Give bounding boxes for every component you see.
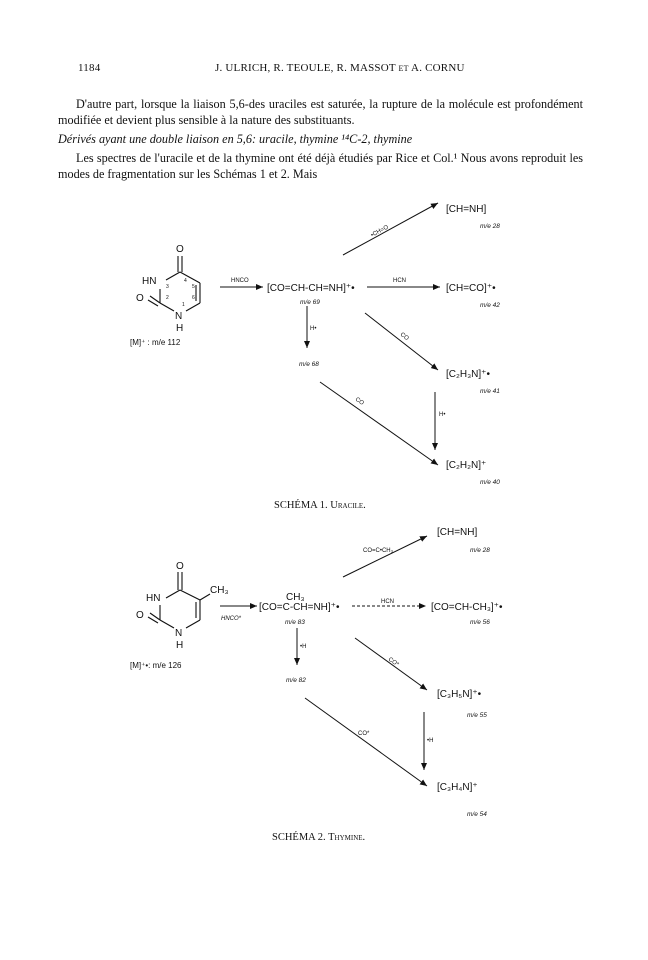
ring-num-5: 5 (192, 284, 195, 290)
ion-42: [CH=CO]⁺• (446, 283, 496, 294)
thy-atom-o-left: O (136, 610, 144, 621)
thy-loss-h-a: •H (300, 644, 306, 650)
loss-co-a: CO (399, 332, 410, 342)
thy-ion-83-methyl: CH₃ (286, 592, 305, 603)
ring-num-2: 2 (166, 295, 169, 301)
thy-me-54: m/e 54 (467, 811, 487, 818)
thy-me-83: m/e 83 (285, 619, 305, 626)
me-69: m/e 69 (300, 299, 320, 306)
atom-o-top: O (176, 244, 184, 255)
thy-ion-28: [CH=NH] (437, 527, 478, 538)
atom-o-left: O (136, 293, 144, 304)
paragraph-1: D'autre part, lorsque la liaison 5,6-des… (58, 97, 583, 127)
thy-atom-ch3: CH₃ (210, 585, 229, 596)
arrow-co-b (319, 381, 439, 466)
thy-me-55: m/e 55 (467, 712, 487, 719)
thy-loss-coc: CO=C•CH₃ (363, 548, 394, 554)
thy-atom-o-top: O (176, 561, 184, 572)
thy-atom-hn: HN (146, 593, 160, 604)
scheme-2-arrows (220, 535, 428, 787)
thy-me-82: m/e 82 (286, 677, 306, 684)
thy-loss-h-b: •H (427, 738, 433, 744)
thy-arrow-coc (342, 535, 428, 578)
loss-hcn: HCN (393, 278, 406, 284)
thy-loss-hcn: HCN (381, 599, 394, 605)
loss-cho: •CH=O (370, 224, 390, 238)
atom-n: N (175, 311, 182, 322)
thymine-structure (147, 572, 211, 629)
thy-ion-54: [C₃H₄N]⁺ (437, 782, 478, 793)
ion-69: [CO=CH-CH=NH]⁺• (267, 283, 355, 294)
loss-co-b: CO (354, 397, 365, 407)
parent-ion-label: [M]⁺ : m/e 112 (130, 338, 181, 347)
thy-arrow-co-a (354, 637, 428, 691)
ion-40: [C₂H₂N]⁺ (446, 460, 486, 471)
thy-ion-56: [CO=CH-CH₃]⁺• (431, 602, 503, 613)
ring-num-6: 6 (192, 295, 195, 301)
me-41: m/e 41 (480, 388, 500, 395)
thy-parent-ion-label: [M]⁺•: m/e 126 (130, 661, 182, 670)
loss-hnco: HNCO (231, 278, 249, 284)
running-head-authors: J. ULRICH, R. TEOULE, R. MASSOT et A. CO… (215, 62, 465, 74)
page-number: 1184 (78, 62, 101, 74)
ring-num-1: 1 (182, 302, 185, 308)
arrow-co-a (364, 312, 439, 371)
me-42: m/e 42 (480, 302, 500, 309)
me-40: m/e 40 (480, 479, 500, 486)
thy-atom-h: H (176, 640, 183, 651)
section-heading: Dérivés ayant une double liaison en 5,6:… (58, 132, 413, 146)
me-68: m/e 68 (299, 361, 319, 368)
paragraph-2: Les spectres de l'uracile et de la thymi… (58, 151, 583, 181)
thy-loss-hnco: HNCO* (221, 616, 242, 622)
thy-me-56: m/e 56 (470, 619, 490, 626)
ion-28: [CH=NH] (446, 204, 487, 215)
atom-h: H (176, 323, 183, 334)
loss-h-b: H• (439, 412, 445, 418)
ring-num-3: 3 (166, 284, 169, 290)
uracil-structure (147, 256, 201, 312)
arrow-cho (342, 202, 439, 256)
thy-arrow-co-b (304, 697, 428, 787)
thy-ion-83: [CO=C-CH=NH]⁺• (259, 602, 340, 613)
ion-41: [C₂H₃N]⁺• (446, 369, 490, 380)
thy-ion-55: [C₃H₅N]⁺• (437, 689, 482, 700)
thy-loss-co-a: CO* (387, 657, 400, 669)
scheme-2-caption: SCHÉMA 2. Thymine. (272, 832, 366, 843)
thy-atom-n: N (175, 628, 182, 639)
scheme-1-caption: SCHÉMA 1. Uracile. (274, 500, 366, 511)
atom-hn: HN (142, 276, 156, 287)
loss-h-a: H• (310, 326, 316, 332)
thy-me-28: m/e 28 (470, 547, 490, 554)
thy-loss-co-b: CO* (358, 731, 370, 737)
scheme-1-arrows (220, 202, 440, 466)
ring-num-4: 4 (184, 278, 187, 284)
me-28: m/e 28 (480, 223, 500, 230)
